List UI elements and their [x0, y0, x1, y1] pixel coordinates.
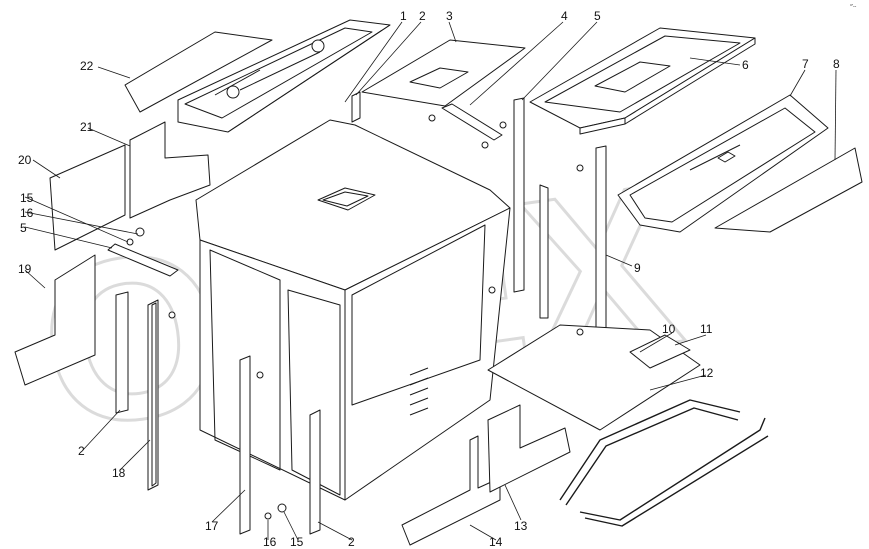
part-4-bar [441, 103, 503, 141]
part-2-strip [351, 91, 361, 123]
part-5-bar-left [107, 243, 179, 277]
part-8-panel [714, 147, 863, 233]
callout-20: 20 [18, 153, 32, 167]
part-11-mat [629, 334, 691, 369]
part-19-panel [14, 254, 96, 386]
callout-19: 19 [18, 262, 32, 276]
callout-18: 18 [112, 466, 126, 480]
part-12-handrail [559, 399, 769, 527]
part-2-strip-left [115, 291, 129, 414]
callout-15-bottom: 15 [290, 535, 304, 549]
part-14-panel [401, 435, 501, 546]
part-22-panel [124, 31, 273, 113]
callout-11: 11 [700, 322, 713, 336]
callout-13: 13 [514, 519, 528, 533]
callout-labels: 1 2 3 4 5 6 7 8 9 10 11 12 13 14 15 16 1… [18, 9, 840, 549]
callout-9: 9 [634, 261, 641, 275]
callout-3: 3 [446, 9, 453, 23]
callout-16-bottom: 16 [263, 535, 277, 549]
part-20-panel [49, 144, 126, 251]
callout-17: 17 [205, 519, 219, 533]
part-2-strip-bottom [309, 409, 321, 535]
callout-8: 8 [833, 57, 840, 71]
callout-7: 7 [802, 57, 809, 71]
bolts [126, 114, 584, 520]
part-7-tray [617, 94, 829, 233]
callout-16: 16 [20, 206, 34, 220]
callout-2-bottom: 2 [348, 535, 355, 549]
callout-2: 2 [419, 9, 426, 23]
callout-22: 22 [80, 59, 94, 73]
callout-6: 6 [742, 58, 749, 72]
leader-lines [24, 21, 837, 541]
part-17-strip [239, 355, 251, 535]
callout-2-left: 2 [78, 444, 85, 458]
part-6-hatch-frame [529, 27, 756, 135]
part-13-panel [487, 404, 571, 493]
callout-12: 12 [700, 366, 714, 380]
callout-10: 10 [662, 322, 676, 336]
cab-body [195, 119, 511, 501]
corner-mark: °'-- [850, 4, 857, 10]
callout-1: 1 [400, 9, 407, 23]
part-9-strip [595, 145, 607, 333]
callout-4: 4 [561, 9, 568, 23]
rear-pillar-piece [539, 184, 549, 319]
part-3-panel [361, 39, 526, 107]
callout-5-left: 5 [20, 221, 27, 235]
callout-14: 14 [489, 535, 503, 549]
overhead-console [177, 19, 391, 133]
callout-5: 5 [594, 9, 601, 23]
part-5-strip [513, 97, 525, 293]
part-21-panel [129, 121, 211, 219]
callout-15: 15 [20, 191, 34, 205]
callout-21: 21 [80, 120, 94, 134]
